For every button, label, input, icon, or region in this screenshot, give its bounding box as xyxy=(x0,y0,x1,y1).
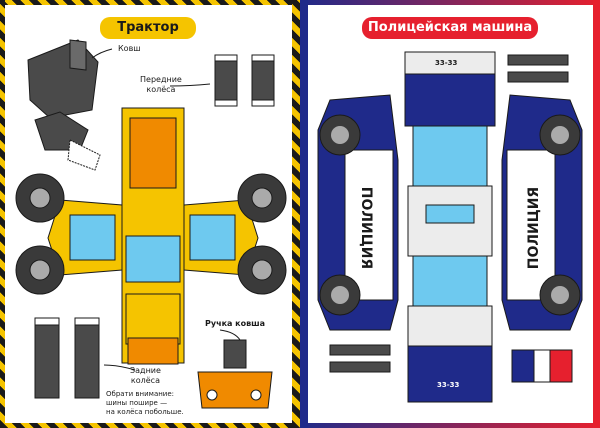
police-car-parts-art: ПОЛИЦИЯ ПОЛИЦИЯ xyxy=(317,51,583,403)
page-title: Трактор xyxy=(100,17,196,39)
plate-top: 33-33 xyxy=(435,59,458,67)
door-text-right: ПОЛИЦИЯ xyxy=(526,187,542,269)
car-body xyxy=(404,51,496,403)
label-bucket-handle: Ручка ковша xyxy=(205,319,266,328)
tractor-body xyxy=(47,107,259,365)
plate-bottom: 33-33 xyxy=(437,381,460,389)
label-note: Обрати внимание: шины пошире — на колёса… xyxy=(106,390,184,416)
hazard-stripe-left xyxy=(0,0,5,428)
police-car-page: Полицейская машина ПОЛИЦИ xyxy=(300,0,600,428)
car-side-right: ПОЛИЦИЯ xyxy=(501,94,583,331)
label-bucket: Ковш xyxy=(118,44,141,53)
tractor-page: Трактор xyxy=(0,0,300,428)
car-side-left: ПОЛИЦИЯ xyxy=(317,94,399,331)
hazard-stripe-bottom xyxy=(0,423,300,428)
label-front-wheels: Передние колёса xyxy=(140,75,182,94)
border-right xyxy=(593,0,600,428)
border-top xyxy=(300,0,600,5)
border-left xyxy=(300,0,308,428)
light-bar xyxy=(511,349,573,383)
bucket-handle-part xyxy=(197,339,273,409)
tractor-parts-art xyxy=(15,39,287,409)
car-wheel-strips xyxy=(329,54,569,373)
hazard-stripe-right xyxy=(292,0,300,428)
rear-wheel-strips xyxy=(34,317,100,399)
hazard-stripe-top xyxy=(0,0,300,5)
door-text-left: ПОЛИЦИЯ xyxy=(358,187,374,269)
tractor-wheels xyxy=(15,173,287,295)
pointer-arrows xyxy=(91,48,241,371)
label-rear-wheels: Задние колёса xyxy=(130,366,161,385)
page-title: Полицейская машина xyxy=(362,17,538,39)
front-wheel-strips xyxy=(214,54,275,107)
border-bottom xyxy=(300,423,600,428)
bucket-part xyxy=(27,39,101,171)
